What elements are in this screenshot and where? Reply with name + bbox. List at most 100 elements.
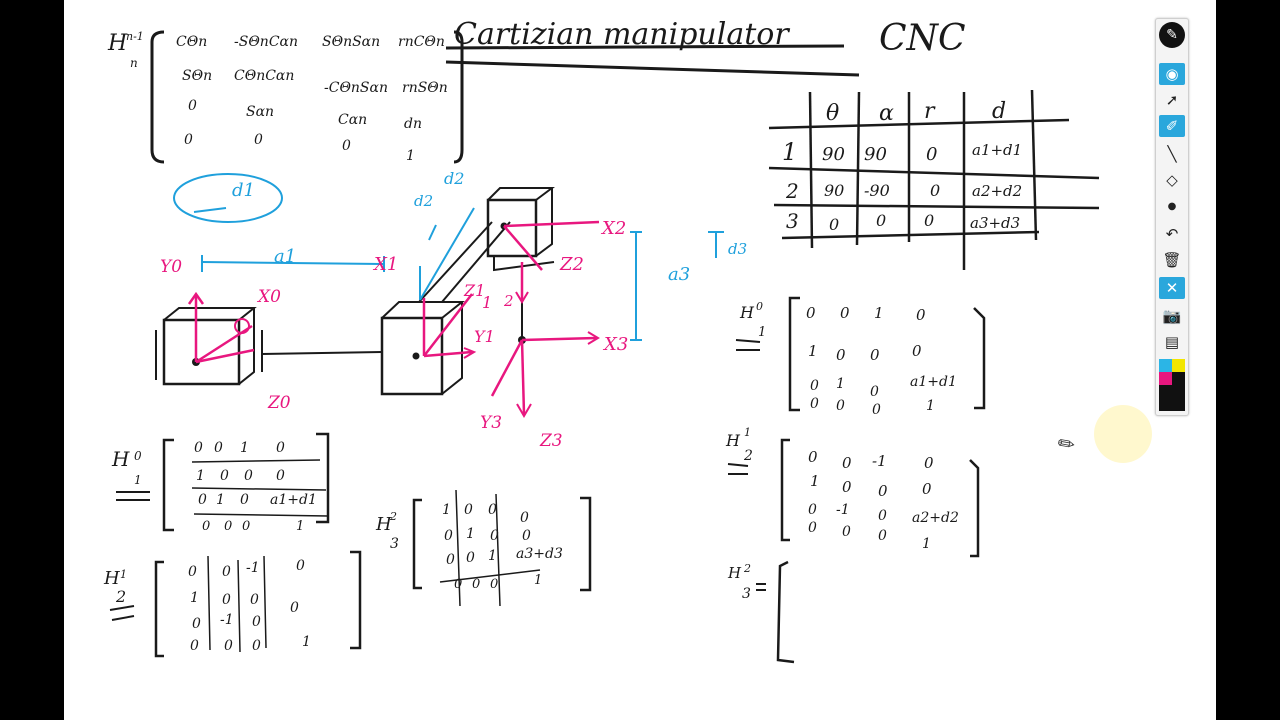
right-matrix-h12: H 1 2 0 0 -1 0 1 0 0 0 0 -1 0 a2+d2 0 0 … — [725, 426, 980, 558]
svg-text:0: 0 — [836, 398, 845, 414]
svg-text:0: 0 — [244, 468, 253, 484]
color-cyan-swatch[interactable] — [1159, 359, 1172, 372]
svg-text:0: 0 — [240, 492, 249, 508]
svg-text:0: 0 — [466, 550, 475, 566]
svg-text:H: H — [727, 564, 742, 582]
pen-icon[interactable]: ╲ — [1167, 145, 1177, 163]
right-matrix-h01: H 0 1 0 0 1 0 1 0 0 0 0 1 0 a1+d1 0 0 0 … — [735, 296, 986, 418]
svg-text:d1: d1 — [232, 180, 255, 201]
trash-icon[interactable]: 🗑 — [1162, 251, 1182, 269]
svg-text:1: 1 — [190, 590, 199, 606]
svg-text:H: H — [111, 447, 130, 471]
svg-text:0: 0 — [252, 614, 261, 630]
svg-text:Z0: Z0 — [267, 393, 291, 413]
svg-text:2: 2 — [743, 562, 751, 575]
svg-text:3: 3 — [742, 586, 751, 602]
svg-text:1: 1 — [874, 304, 884, 322]
svg-text:-1: -1 — [246, 560, 260, 576]
svg-text:-CΘnSαn: -CΘnSαn — [324, 80, 388, 96]
svg-text:-1: -1 — [836, 502, 850, 518]
svg-text:0: 0 — [490, 528, 499, 544]
svg-text:0: 0 — [198, 492, 207, 508]
svg-text:a3: a3 — [668, 264, 690, 285]
pointer-icon[interactable]: ➚ — [1165, 91, 1179, 109]
right-matrix-h23: H 2 3 — [727, 560, 795, 664]
svg-text:0: 0 — [220, 468, 229, 484]
svg-text:0: 0 — [808, 448, 818, 466]
svg-text:-90: -90 — [864, 181, 890, 200]
svg-text:1: 1 — [406, 148, 415, 164]
svg-text:Z2: Z2 — [559, 254, 584, 275]
svg-text:a2+d2: a2+d2 — [912, 510, 959, 526]
svg-text:0: 0 — [912, 342, 922, 360]
svg-text:H: H — [739, 303, 755, 322]
svg-text:X0: X0 — [256, 287, 281, 307]
svg-text:0: 0 — [464, 502, 473, 518]
svg-text:0: 0 — [446, 552, 455, 568]
svg-text:0: 0 — [444, 528, 453, 544]
svg-text:0: 0 — [202, 519, 210, 534]
svg-text:0: 0 — [870, 346, 880, 364]
dot-icon[interactable]: ● — [1167, 200, 1177, 212]
svg-text:Y3: Y3 — [480, 413, 502, 433]
svg-text:Y0: Y0 — [160, 257, 182, 277]
whiteboard-canvas[interactable]: Cartizian manipulator CNC H n-1 n CΘn -S… — [64, 0, 1216, 720]
svg-text:0: 0 — [522, 528, 531, 544]
svg-text:0: 0 — [872, 402, 881, 418]
svg-text:H: H — [375, 514, 392, 535]
svg-text:d2: d2 — [414, 192, 433, 210]
color-yellow-swatch[interactable] — [1172, 359, 1185, 372]
svg-text:0: 0 — [296, 558, 305, 574]
svg-text:CΘnCαn: CΘnCαn — [234, 68, 294, 84]
eraser-icon[interactable]: ◇ — [1166, 171, 1178, 189]
general-matrix: H n-1 n CΘn -SΘnCαn SΘnSαn rnCΘn SΘn CΘn… — [107, 30, 464, 164]
svg-text:0: 0 — [876, 211, 886, 230]
svg-text:0: 0 — [520, 510, 529, 526]
svg-text:1: 1 — [758, 325, 766, 340]
color-black-swatch[interactable] — [1172, 372, 1185, 385]
logo-icon[interactable]: ✎ — [1159, 22, 1185, 48]
svg-text:1: 1 — [810, 472, 820, 490]
svg-text:0: 0 — [252, 638, 261, 654]
dh-table-text: θ α r d 1 90 90 0 a1+d1 2 90 -90 0 a2+d2… — [782, 99, 1022, 234]
cnc-text: CNC — [879, 18, 966, 59]
svg-text:0: 0 — [840, 304, 850, 322]
svg-text:0: 0 — [224, 638, 233, 654]
svg-text:0: 0 — [214, 440, 223, 456]
color-magenta-swatch[interactable] — [1159, 372, 1172, 385]
svg-text:H: H — [107, 31, 128, 56]
svg-text:X2: X2 — [600, 218, 626, 239]
svg-text:Sαn: Sαn — [246, 104, 274, 120]
left-matrix-h01: H 0 1 0 0 1 0 1 0 0 0 0 1 0 a1+d1 0 0 0 … — [111, 432, 330, 534]
svg-text:1: 1 — [926, 398, 935, 414]
svg-text:0: 0 — [878, 508, 887, 524]
svg-text:0: 0 — [878, 528, 887, 544]
svg-text:2: 2 — [785, 179, 799, 203]
svg-text:Z1: Z1 — [463, 281, 485, 300]
svg-text:0: 0 — [810, 378, 819, 394]
svg-text:0: 0 — [222, 564, 231, 580]
svg-text:X3: X3 — [602, 334, 628, 355]
undo-icon[interactable]: ↶ — [1165, 225, 1179, 243]
svg-text:2: 2 — [743, 448, 753, 464]
ink-layer: Cartizian manipulator CNC H n-1 n CΘn -S… — [103, 17, 1100, 664]
svg-text:1: 1 — [836, 376, 845, 392]
svg-text:0: 0 — [806, 304, 816, 322]
svg-text:0: 0 — [188, 564, 197, 580]
highlighter-icon[interactable]: ✐ — [1159, 115, 1185, 137]
svg-text:1: 1 — [922, 536, 931, 552]
svg-text:90: 90 — [864, 144, 887, 165]
cross-icon[interactable]: ✕ — [1159, 277, 1185, 299]
svg-text:H: H — [725, 431, 741, 450]
current-color-swatch[interactable] — [1159, 385, 1185, 411]
svg-text:1: 1 — [744, 426, 751, 439]
svg-text:3: 3 — [390, 536, 399, 552]
eye-icon[interactable]: ◉ — [1159, 63, 1185, 85]
svg-text:H: H — [103, 568, 120, 589]
svg-text:0: 0 — [134, 449, 142, 463]
svg-text:1: 1 — [442, 502, 451, 518]
svg-text:CΘn: CΘn — [176, 34, 207, 50]
svg-text:1: 1 — [782, 138, 797, 166]
camera-icon[interactable]: 📷 — [1162, 307, 1182, 325]
clipboard-icon[interactable]: ▤ — [1164, 333, 1180, 351]
